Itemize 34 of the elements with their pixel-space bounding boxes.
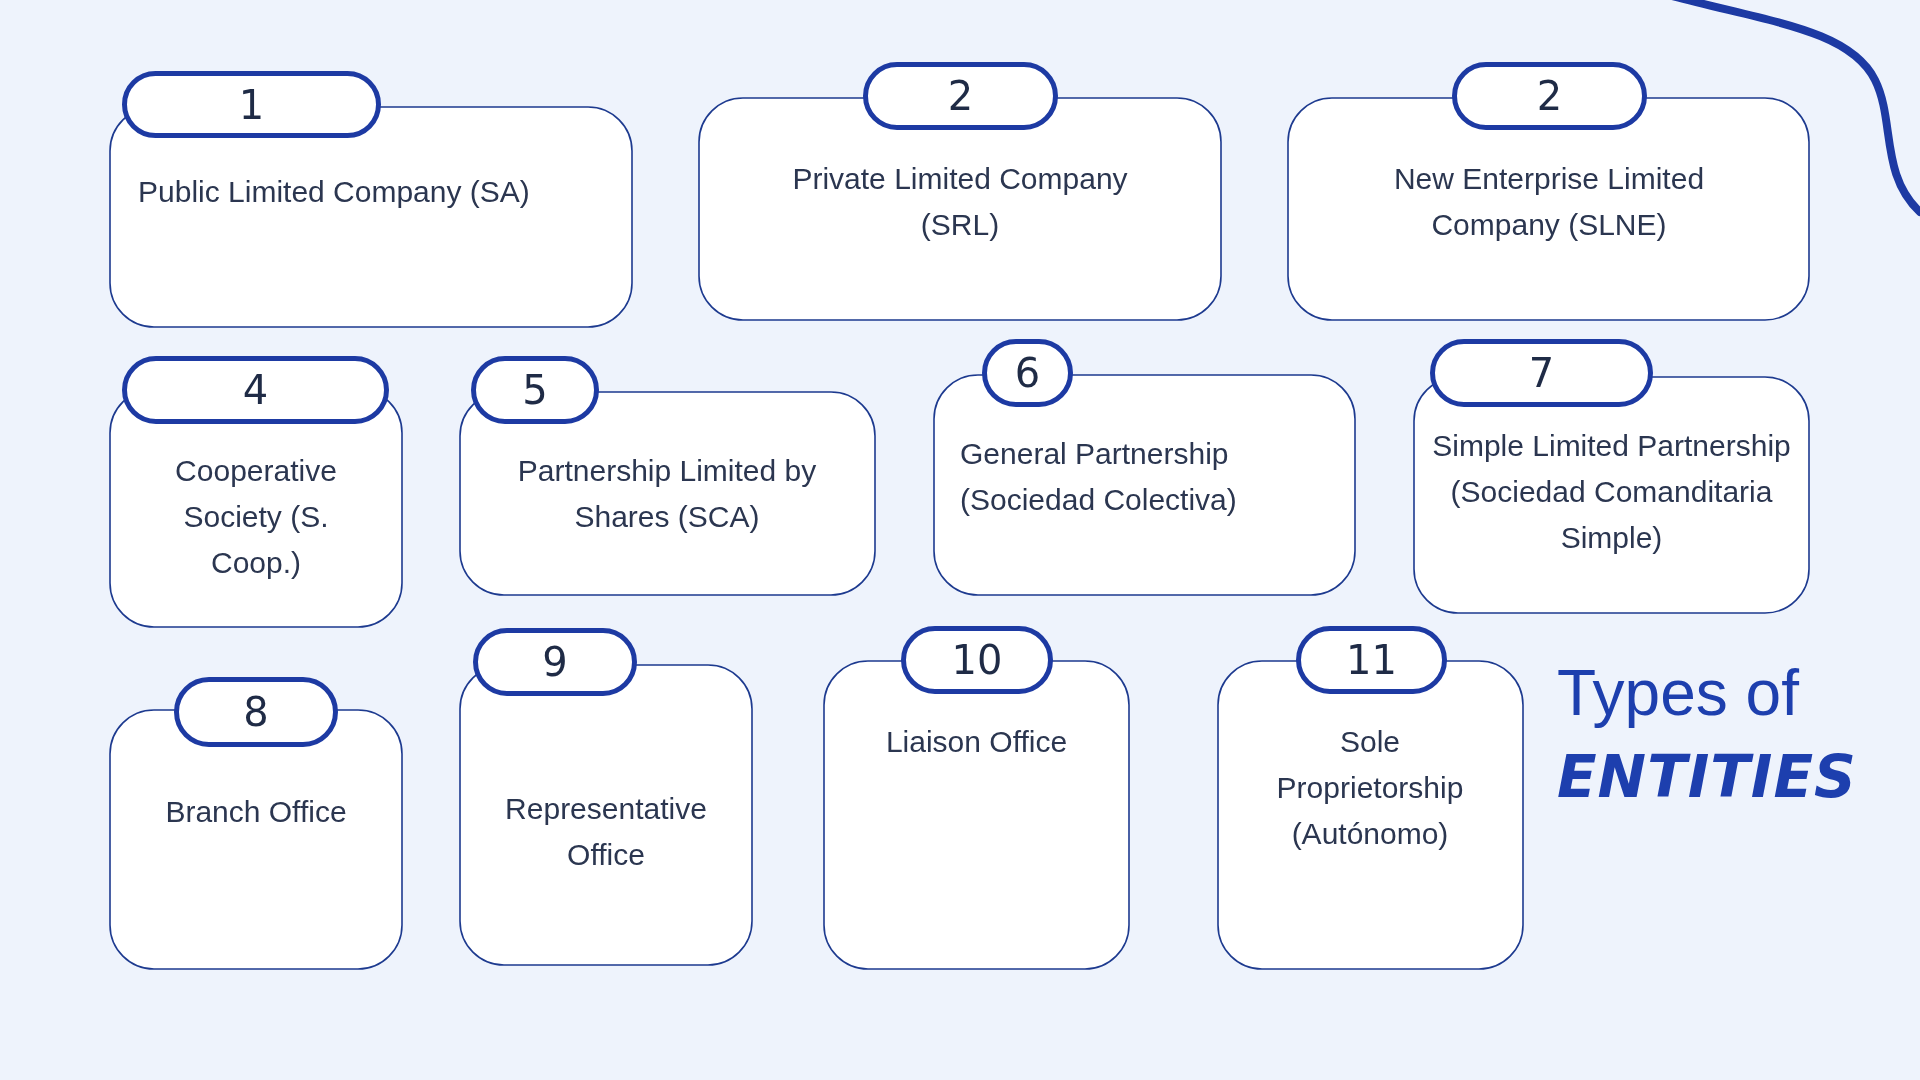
entity-number: 9 — [473, 628, 637, 696]
entity-name: Branch Office — [164, 794, 348, 830]
entity-number: 6 — [982, 339, 1073, 407]
entity-name: Representative Office — [504, 791, 708, 873]
entity-card — [109, 677, 403, 970]
entity-card — [459, 628, 753, 966]
entity-name: Partnership Limited by Shares (SCA) — [516, 453, 818, 535]
entity-number: 11 — [1296, 626, 1447, 694]
diagram-title: Types of ENTITIES — [1557, 656, 1858, 813]
entity-name: General Partnership (Sociedad Colectiva) — [960, 436, 1238, 518]
entity-card — [459, 356, 876, 596]
entity-card — [1217, 626, 1524, 970]
entity-name: Liaison Office — [884, 724, 1069, 760]
entity-name: Private Limited Company (SRL) — [791, 161, 1129, 243]
entity-card — [109, 71, 633, 328]
entity-card — [1287, 62, 1810, 321]
entity-name: Sole Proprietorship (Autónomo) — [1275, 724, 1465, 852]
entity-number: 8 — [174, 677, 338, 747]
entity-number: 1 — [122, 71, 381, 138]
entity-card — [1413, 339, 1810, 614]
entity-card — [109, 356, 403, 628]
entity-number: 10 — [901, 626, 1053, 694]
entity-name: Cooperative Society (S. Coop.) — [174, 453, 338, 581]
entity-name: Simple Limited Partnership (Sociedad Comanditaria Simple) — [1431, 428, 1792, 556]
entity-number: 2 — [1452, 62, 1647, 130]
entity-number: 7 — [1430, 339, 1653, 407]
entity-card — [698, 62, 1222, 321]
entity-name: New Enterprise Limited Company (SLNE) — [1392, 161, 1706, 243]
entity-number: 4 — [122, 356, 389, 424]
entity-card — [823, 626, 1130, 970]
entity-number: 2 — [863, 62, 1058, 130]
entity-card — [933, 339, 1356, 596]
entity-name: Public Limited Company (SA) — [138, 174, 531, 210]
entity-number: 5 — [471, 356, 599, 424]
